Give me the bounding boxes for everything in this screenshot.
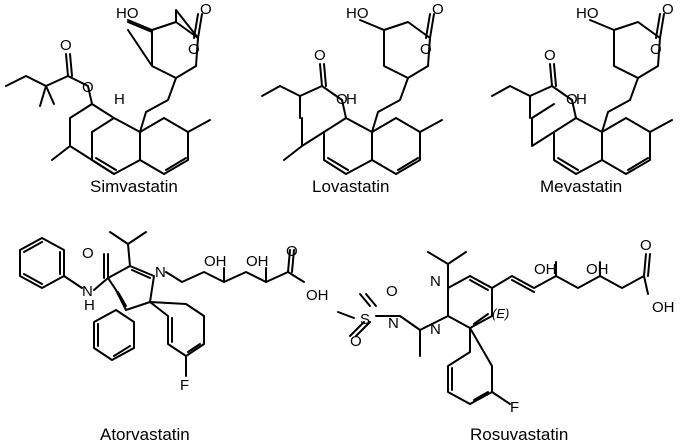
sim-ester-o-label: O bbox=[60, 37, 72, 54]
ator-nh-n-label: N bbox=[82, 283, 93, 300]
rosu-so-o2-label: O bbox=[350, 333, 362, 350]
mev-ho-label: HO bbox=[576, 5, 599, 22]
mevastatin-structure bbox=[491, 13, 673, 175]
lov-ether-o-label: O bbox=[336, 91, 348, 108]
rosu-e-label: (E) bbox=[492, 306, 509, 321]
sim-h-label: H bbox=[114, 91, 125, 108]
simvastatin-structure bbox=[5, 9, 211, 175]
rosuvastatin-caption: Rosuvastatin bbox=[470, 425, 568, 444]
mev-h-label: H bbox=[576, 91, 587, 108]
ator-pyrrole-n-label: N bbox=[155, 264, 166, 281]
ator-oh2-label: OH bbox=[246, 253, 269, 270]
ator-acid-oh-label: OH bbox=[306, 287, 329, 304]
rosu-so-o1-label: O bbox=[386, 283, 398, 300]
sim-ether-o-label: O bbox=[82, 79, 94, 96]
mev-ether-o-label: O bbox=[566, 91, 578, 108]
rosuvastatin-structure bbox=[337, 251, 651, 405]
rosu-acid-o-label: O bbox=[640, 237, 652, 254]
mevastatin-caption: Mevastatin bbox=[540, 177, 622, 196]
lov-ho-label: HO bbox=[346, 5, 369, 22]
lov-ester-o-label: O bbox=[314, 47, 326, 64]
simvastatin-caption: Simvastatin bbox=[90, 177, 178, 196]
ator-acid-o-label: O bbox=[286, 243, 298, 260]
rosu-f-label: F bbox=[510, 399, 519, 416]
rosu-oh1-label: OH bbox=[534, 261, 557, 278]
rosu-acid-oh-label: OH bbox=[652, 299, 675, 316]
ator-f-label: F bbox=[180, 377, 189, 394]
sim-carbonyl-o-label: O bbox=[200, 1, 212, 18]
ator-oh1-label: OH bbox=[204, 253, 227, 270]
sim-ring-o-label: O bbox=[188, 41, 200, 58]
ator-amide-o-label: O bbox=[82, 245, 94, 262]
atorvastatin-structure bbox=[19, 231, 305, 377]
rosu-oh2-label: OH bbox=[586, 261, 609, 278]
mev-ring-o-label: O bbox=[650, 41, 662, 58]
lov-ring-o-label: O bbox=[420, 41, 432, 58]
atorvastatin-caption: Atorvastatin bbox=[100, 425, 190, 444]
mev-carbonyl-o-label: O bbox=[662, 1, 674, 18]
mev-ester-o-label: O bbox=[544, 47, 556, 64]
ator-nh-h-label: H bbox=[84, 297, 95, 314]
sim-ho-label: HO bbox=[116, 5, 139, 22]
lov-carbonyl-o-label: O bbox=[432, 1, 444, 18]
lovastatin-caption: Lovastatin bbox=[312, 177, 390, 196]
lovastatin-structure bbox=[261, 13, 443, 175]
rosu-pyrimidine-n2-label: N bbox=[430, 321, 441, 338]
rosu-s-label: S bbox=[360, 311, 370, 328]
rosu-pyrimidine-n1-label: N bbox=[430, 273, 441, 290]
lov-h-label: H bbox=[346, 91, 357, 108]
rosu-sulfonamide-n-label: N bbox=[388, 315, 399, 332]
